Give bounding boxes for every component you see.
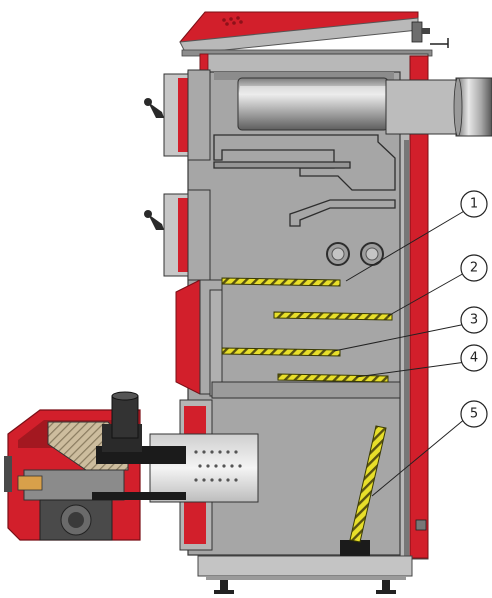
upper-door [144,69,211,161]
top-cover [179,11,449,57]
fuel-inlet-pipe [111,391,139,439]
upper-door-handle [144,98,164,118]
pellet-burner [4,391,186,541]
chamber-air-holes [194,450,242,482]
callout-2-label: 2 [470,261,478,276]
callout-4-label: 4 [470,351,478,366]
boiler-base [197,519,427,594]
turbulator-plate-5 [349,425,387,543]
callout-5-label: 5 [470,407,478,422]
turbulator-plate-3 [221,347,341,357]
callout-1-label: 1 [470,197,478,212]
middle-door [144,189,211,281]
flue-baffles [213,134,396,227]
ash-tray [340,540,370,556]
callout-4: 4 [460,344,488,372]
inspection-ports [326,242,384,266]
callout-1: 1 [460,190,488,218]
callout-5: 5 [460,400,488,428]
internal-plates [209,289,401,399]
flue-section [237,77,492,137]
turbulator-plate-1 [221,277,341,287]
turbulator-plate-2 [273,311,393,321]
middle-door-handle [144,210,164,230]
ventilation-holes [222,16,243,26]
callout-3-label: 3 [470,313,478,328]
turbulator-plates [221,277,393,543]
callout-3: 3 [460,306,488,334]
callout-2: 2 [460,254,488,282]
callout-leaders [333,209,467,497]
top-fitting [411,21,449,48]
